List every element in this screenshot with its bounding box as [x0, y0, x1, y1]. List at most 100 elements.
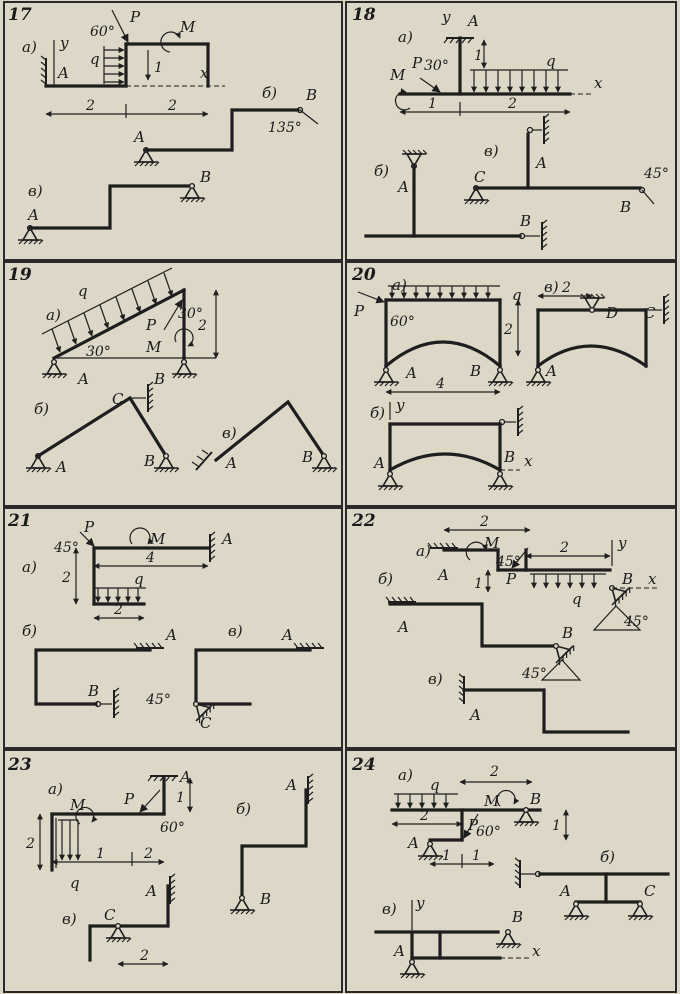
- point-a-label-b: A: [132, 128, 145, 146]
- dim-2-vert: 2: [25, 836, 35, 852]
- part-c-label: в): [428, 670, 443, 688]
- force-p-label: P: [467, 816, 479, 834]
- part-b-label: б): [262, 84, 277, 102]
- part-a-label: а): [48, 780, 63, 798]
- point-b-label: B: [469, 362, 481, 380]
- point-a-label-b: A: [396, 178, 409, 196]
- q-label: q: [70, 874, 80, 892]
- point-a-label-c: A: [544, 362, 557, 380]
- distributed-load-q: [394, 793, 458, 809]
- angle-60: 60°: [476, 824, 501, 840]
- dim-1a: 1: [442, 848, 451, 864]
- point-a-label-c: A: [468, 706, 481, 724]
- point-a-label-b: A: [396, 618, 409, 636]
- moment-m-label: M: [483, 534, 500, 552]
- force-p-arrow: [79, 531, 95, 547]
- dim-2a: 2: [85, 98, 95, 114]
- part-c-label: в): [228, 622, 243, 640]
- part-b-label: б): [378, 570, 393, 588]
- angle-30: 30°: [424, 58, 449, 74]
- distributed-load-q: [103, 46, 125, 85]
- distributed-load-q: [530, 573, 606, 589]
- point-b-label-c: B: [619, 198, 631, 216]
- angle-60: 60°: [160, 820, 185, 836]
- part-a-label: а): [46, 306, 61, 324]
- point-b-label: B: [621, 570, 633, 588]
- point-b-label-b: B: [561, 624, 573, 642]
- dim-2b: 2: [559, 540, 569, 556]
- angle-45-b: 45°: [623, 614, 649, 630]
- problem-19: 19 а) q A B 30° P 30° M 2 б) A: [8, 265, 338, 476]
- moment-m-arrow: [174, 328, 195, 347]
- y-axis-label: y: [59, 34, 69, 52]
- y-axis-label: y: [395, 396, 405, 414]
- angle-45: 45°: [53, 540, 79, 556]
- point-b-label-b: B: [519, 212, 531, 230]
- point-a-label: A: [220, 530, 233, 548]
- y-axis-label: y: [617, 534, 627, 552]
- problem-number: 20: [351, 265, 376, 285]
- part-b-label: б): [22, 622, 37, 640]
- distributed-load-q: [55, 818, 81, 868]
- distributed-load-q: [94, 587, 146, 603]
- point-b-label: B: [529, 790, 541, 808]
- problem-18: 18 а) y A x q P 30° M 1 1 2 б: [352, 5, 669, 251]
- moment-m-label: M: [145, 338, 162, 356]
- force-p-label: P: [123, 790, 135, 808]
- point-a-label-c: A: [534, 154, 547, 172]
- moment-m-arrow: [160, 31, 181, 53]
- dim-2a: 2: [479, 514, 489, 530]
- dim-1-vert: 1: [176, 790, 185, 806]
- force-p-arrow: [463, 813, 479, 839]
- x-axis-label: x: [524, 452, 533, 470]
- point-a-label-c: A: [224, 454, 237, 472]
- point-a-label-b: A: [558, 882, 571, 900]
- force-p-label: P: [411, 54, 423, 72]
- x-axis-label: x: [532, 942, 541, 960]
- dim-4: 4: [145, 550, 155, 566]
- dim-2: 2: [503, 322, 513, 338]
- problem-21: 21 P 45° A M 4 а) 2 q 2 б) A: [7, 511, 325, 732]
- point-d-label: D: [605, 304, 618, 322]
- moment-m-label: M: [69, 796, 86, 814]
- problem-number: 19: [8, 265, 32, 285]
- moment-m-label: M: [389, 66, 406, 84]
- moment-m-label: M: [179, 18, 196, 36]
- moment-m-arrow: [129, 527, 154, 545]
- force-p-arrow: [163, 299, 183, 331]
- point-a-label: A: [56, 64, 69, 82]
- part-c-label: в): [484, 142, 499, 160]
- point-c-label: C: [474, 168, 486, 186]
- part-a-label: а): [392, 276, 407, 294]
- dim-2b: 2: [167, 98, 177, 114]
- angle-45: 45°: [643, 166, 669, 182]
- point-a-label-b: A: [164, 626, 177, 644]
- dim-1: 1: [474, 576, 483, 592]
- part-b-label: б): [600, 848, 615, 866]
- moment-m-arrow: [75, 806, 98, 825]
- point-b-label-b: B: [503, 448, 515, 466]
- point-c-label-b: C: [112, 390, 124, 408]
- problem-number: 21: [7, 511, 32, 531]
- q-label: q: [572, 590, 582, 608]
- point-a-label: A: [466, 12, 479, 30]
- force-p-arrow: [419, 77, 441, 93]
- force-p-arrow: [357, 291, 385, 304]
- part-a-label: а): [398, 28, 413, 46]
- problem-23: 23 а) A q M P 60° 1 2 1 2 б) B A: [7, 755, 314, 967]
- problem-24: 24 а) 2 q M B P 60° 2 A 1 1 1 б: [351, 755, 670, 979]
- point-c-label-b: C: [644, 882, 656, 900]
- problem-number: 18: [352, 5, 376, 25]
- point-a-label-c: A: [26, 206, 39, 224]
- part-c-label: в): [382, 900, 397, 918]
- force-p-label: P: [83, 518, 95, 536]
- dim-2-vert: 2: [61, 570, 71, 586]
- point-b-label-b: B: [87, 682, 99, 700]
- point-a-label-c: A: [280, 626, 293, 644]
- point-b-label-b: B: [305, 86, 317, 104]
- problem-number: 24: [351, 755, 376, 775]
- part-c-label: в): [222, 424, 237, 442]
- dim-2: 2: [507, 96, 517, 112]
- point-b-label-c: B: [301, 448, 313, 466]
